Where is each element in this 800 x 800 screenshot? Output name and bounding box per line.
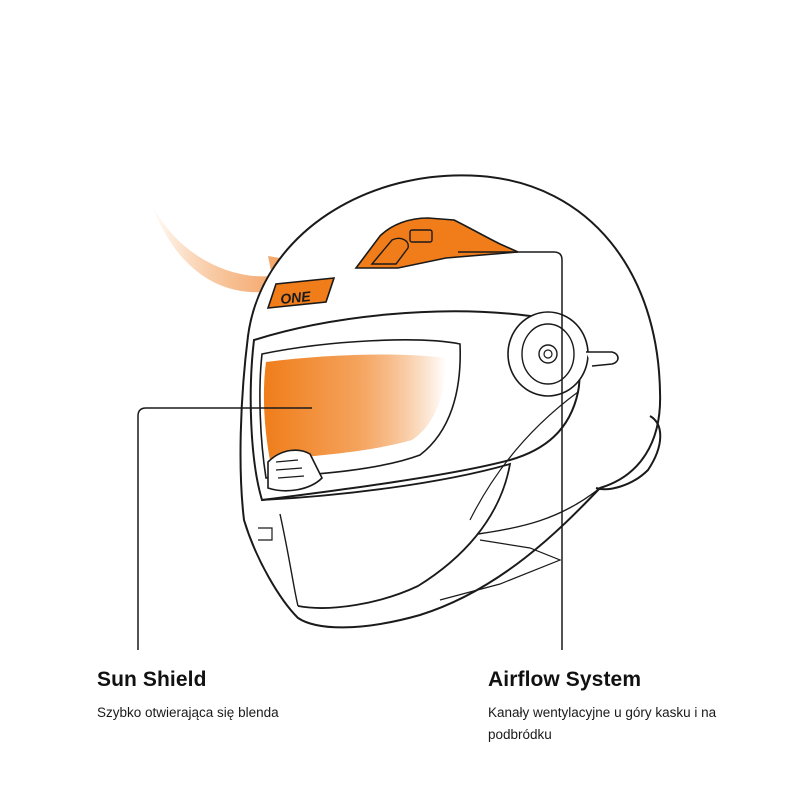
sun-shield-title: Sun Shield (97, 668, 207, 691)
visor-lever (586, 351, 619, 367)
airflow-description: Kanały wentylacyjne u góry kasku i na po… (488, 705, 717, 742)
chin-bar (261, 462, 512, 609)
vent-slot (370, 237, 409, 265)
sun-shield-description: Szybko otwierająca się blenda (97, 705, 279, 720)
sun-shield (263, 354, 446, 460)
rear-spoiler (595, 415, 662, 491)
vent-slider (409, 229, 433, 243)
brand-logo-plate (266, 277, 336, 309)
feature-airflow: Airflow System Kanały wentylacyjne u gór… (488, 668, 758, 746)
airflow-title: Airflow System (488, 668, 642, 691)
brand-logo: ONE (279, 288, 312, 307)
chin-vent (267, 449, 323, 492)
chin-bar-trim (258, 527, 273, 541)
top-vent (354, 217, 519, 269)
sun-shield-callout-line (137, 407, 312, 650)
visor-pivot (507, 311, 589, 397)
feature-sun-shield: Sun Shield Szybko otwierająca się blenda (97, 668, 397, 724)
airflow-callout-line (458, 251, 563, 650)
chin-bar-inner (279, 513, 299, 607)
shell-lower-line (477, 487, 601, 535)
shell-side-panel (439, 539, 562, 601)
shell-crease (469, 391, 579, 521)
